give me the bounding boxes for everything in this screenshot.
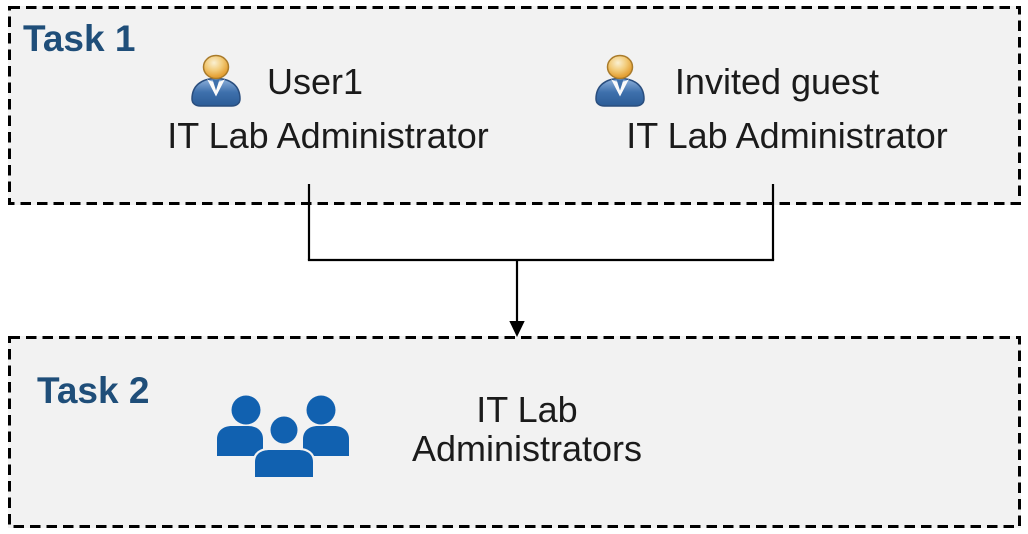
back-left-head <box>231 395 261 425</box>
group-name: IT Lab Administrators <box>411 389 643 469</box>
person1-name: User1 <box>266 61 364 102</box>
person2-name: Invited guest <box>674 61 880 102</box>
task2-label: Task 2 <box>37 370 150 411</box>
front-body <box>252 447 316 477</box>
person2-role: IT Lab Administrator <box>626 115 948 156</box>
people-group-icon <box>217 395 349 477</box>
front-head <box>268 414 300 446</box>
task1-label: Task 1 <box>23 18 136 59</box>
person1-role: IT Lab Administrator <box>167 115 489 156</box>
arrow-down-icon <box>509 321 525 337</box>
back-left-body <box>217 426 263 456</box>
task1-box <box>8 6 1021 205</box>
back-right-head <box>306 395 336 425</box>
